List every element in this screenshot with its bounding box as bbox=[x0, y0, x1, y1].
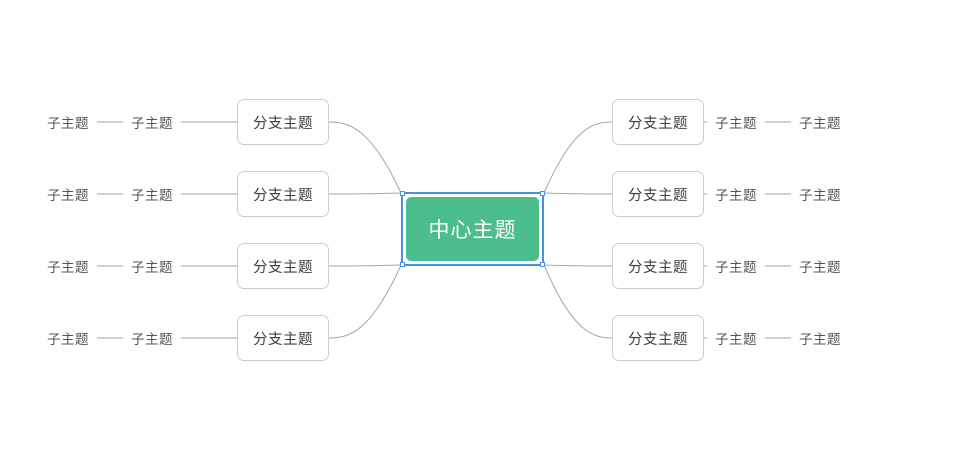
branch-topic-left-1[interactable]: 分支主题 bbox=[237, 99, 329, 145]
edge-center-to-right-2 bbox=[543, 192, 613, 195]
sub-topic-left-1-1[interactable]: 子主题 bbox=[131, 116, 173, 131]
sub-topic-right-1-1[interactable]: 子主题 bbox=[715, 116, 757, 131]
branch-topic-right-4[interactable]: 分支主题 bbox=[612, 315, 704, 361]
sub-topic-right-2-2[interactable]: 子主题 bbox=[799, 188, 841, 203]
branch-topic-right-1[interactable]: 分支主题 bbox=[612, 99, 704, 145]
sub-topic-left-2-2[interactable]: 子主题 bbox=[47, 188, 89, 203]
branch-topic-left-4[interactable]: 分支主题 bbox=[237, 315, 329, 361]
branch-topic-right-2[interactable]: 分支主题 bbox=[612, 171, 704, 217]
edge-center-to-left-1 bbox=[328, 121, 402, 194]
resize-handle-top-left[interactable] bbox=[400, 191, 405, 196]
central-topic-selection[interactable]: 中心主题 bbox=[400, 191, 545, 267]
sub-topic-right-3-1[interactable]: 子主题 bbox=[715, 260, 757, 275]
sub-topic-left-3-1[interactable]: 子主题 bbox=[131, 260, 173, 275]
sub-topic-left-4-1[interactable]: 子主题 bbox=[131, 332, 173, 347]
central-topic-node[interactable]: 中心主题 bbox=[406, 197, 539, 261]
edge-center-to-right-3 bbox=[543, 264, 613, 267]
sub-topic-left-4-2[interactable]: 子主题 bbox=[47, 332, 89, 347]
sub-topic-right-4-1[interactable]: 子主题 bbox=[715, 332, 757, 347]
resize-handle-top-right[interactable] bbox=[540, 191, 545, 196]
sub-topic-right-1-2[interactable]: 子主题 bbox=[799, 116, 841, 131]
branch-topic-left-3[interactable]: 分支主题 bbox=[237, 243, 329, 289]
edge-center-to-right-4 bbox=[543, 264, 613, 339]
sub-topic-right-4-2[interactable]: 子主题 bbox=[799, 332, 841, 347]
resize-handle-bottom-left[interactable] bbox=[400, 262, 405, 267]
edge-center-to-left-3 bbox=[328, 264, 402, 267]
sub-topic-left-1-2[interactable]: 子主题 bbox=[47, 116, 89, 131]
sub-topic-right-3-2[interactable]: 子主题 bbox=[799, 260, 841, 275]
sub-topic-right-2-1[interactable]: 子主题 bbox=[715, 188, 757, 203]
sub-topic-left-2-1[interactable]: 子主题 bbox=[131, 188, 173, 203]
edge-center-to-left-2 bbox=[328, 192, 402, 195]
branch-topic-left-2[interactable]: 分支主题 bbox=[237, 171, 329, 217]
resize-handle-bottom-right[interactable] bbox=[540, 262, 545, 267]
branch-topic-right-3[interactable]: 分支主题 bbox=[612, 243, 704, 289]
edge-center-to-right-1 bbox=[543, 121, 613, 194]
sub-topic-left-3-2[interactable]: 子主题 bbox=[47, 260, 89, 275]
edge-center-to-left-4 bbox=[328, 264, 402, 339]
